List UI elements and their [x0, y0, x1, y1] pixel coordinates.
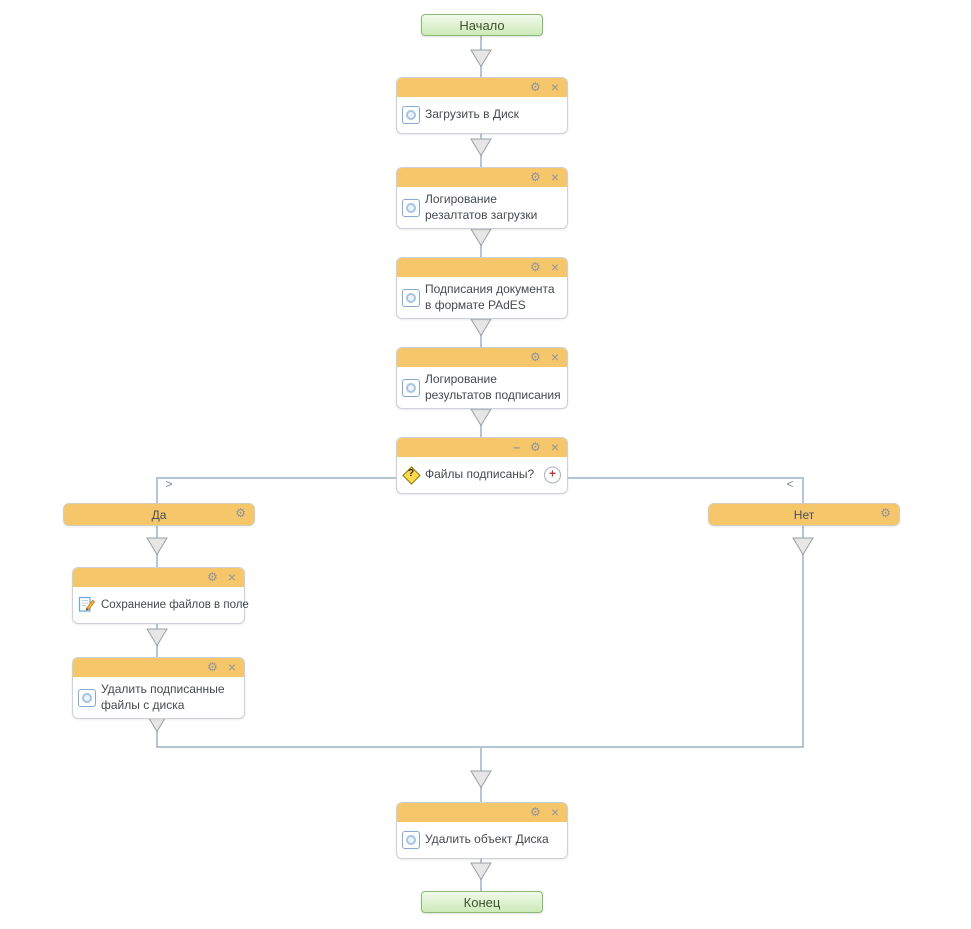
gear-icon[interactable]: ⚙ — [530, 260, 541, 274]
block-label: Логирование результатов подписания — [425, 372, 561, 402]
block-body: Загрузить в Диск — [397, 97, 567, 133]
close-icon[interactable]: × — [227, 659, 236, 675]
close-icon[interactable]: × — [550, 439, 559, 455]
activity-block-delete-signed-files[interactable]: ⚙ × Удалить подписанные файлы с диска — [72, 657, 245, 720]
block-body: Логирование резалтатов загрузки — [397, 187, 567, 228]
block-label: Подписания документа в формате PAdES — [425, 282, 555, 312]
connector-line — [157, 477, 396, 479]
task-icon — [402, 106, 420, 124]
task-icon — [402, 378, 420, 397]
arrow-down-icon — [470, 318, 492, 337]
arrow-down-icon — [470, 49, 492, 68]
block-label: Удалить объект Диска — [425, 832, 549, 847]
activity-block-upload-to-disk[interactable]: ⚙ × Загрузить в Диск — [396, 77, 568, 134]
end-node-label: Конец — [463, 894, 501, 910]
end-node: Конец — [421, 891, 543, 913]
arrow-down-icon — [146, 628, 168, 647]
close-icon[interactable]: × — [550, 169, 559, 185]
connector-line — [566, 477, 803, 479]
minimize-icon[interactable]: – — [513, 440, 521, 454]
block-header[interactable]: ⚙ × — [73, 658, 244, 677]
activity-block-log-signing[interactable]: ⚙ × Логирование результатов подписания — [396, 347, 568, 410]
block-label: Логирование резалтатов загрузки — [425, 192, 538, 222]
branch-label: Нет — [793, 507, 815, 522]
branch-yes[interactable]: Да ⚙ — [63, 503, 255, 526]
gear-icon[interactable]: ⚙ — [530, 440, 541, 454]
gear-icon[interactable]: ⚙ — [880, 506, 891, 520]
close-icon[interactable]: × — [550, 79, 559, 95]
close-icon[interactable]: × — [550, 349, 559, 365]
close-icon[interactable]: × — [550, 804, 559, 820]
chevron-right-icon[interactable]: > — [165, 477, 173, 491]
connector-line — [156, 477, 158, 504]
block-label: Удалить подписанные файлы с диска — [101, 682, 225, 712]
gear-icon[interactable]: ⚙ — [530, 80, 541, 94]
block-header[interactable]: ⚙ × — [397, 78, 567, 97]
edit-document-icon — [78, 596, 96, 612]
arrow-down-icon — [470, 862, 492, 881]
branch-no[interactable]: Нет ⚙ — [708, 503, 900, 526]
block-header[interactable]: ⚙ × — [397, 348, 567, 367]
activity-block-log-upload[interactable]: ⚙ × Логирование резалтатов загрузки — [396, 167, 568, 230]
gear-icon[interactable]: ⚙ — [530, 350, 541, 364]
task-icon — [402, 831, 420, 849]
arrow-down-icon — [146, 537, 168, 556]
connector-line — [802, 524, 804, 748]
start-node: Начало — [421, 14, 543, 36]
block-header[interactable]: ⚙ × — [73, 568, 244, 587]
chevron-left-icon[interactable]: < — [786, 477, 794, 491]
close-icon[interactable]: × — [550, 259, 559, 275]
block-body: Сохранение файлов в поле — [73, 587, 249, 623]
block-body: Удалить объект Диска — [397, 822, 567, 858]
block-header[interactable]: ⚙ × — [397, 803, 567, 822]
gear-icon[interactable]: ⚙ — [207, 570, 218, 584]
add-branch-icon[interactable]: + — [544, 466, 561, 484]
block-header[interactable]: ⚙ × — [397, 258, 567, 277]
condition-block-files-signed[interactable]: – ⚙ × ? Файлы подписаны? + — [396, 437, 568, 494]
arrow-down-icon — [470, 228, 492, 247]
block-label: Загрузить в Диск — [425, 107, 519, 122]
block-header[interactable]: – ⚙ × — [397, 438, 567, 457]
branch-label: Да — [151, 507, 167, 522]
close-icon[interactable]: × — [227, 569, 236, 585]
block-body: Удалить подписанные файлы с диска — [73, 677, 244, 718]
block-label: Сохранение файлов в поле — [101, 598, 249, 611]
task-icon — [78, 688, 96, 707]
gear-icon[interactable]: ⚙ — [530, 170, 541, 184]
activity-block-sign-pades[interactable]: ⚙ × Подписания документа в формате PAdES — [396, 257, 568, 320]
gear-icon[interactable]: ⚙ — [235, 506, 246, 520]
arrow-down-icon — [470, 770, 492, 789]
task-icon — [402, 198, 420, 217]
block-body: Логирование результатов подписания — [397, 367, 567, 408]
task-icon — [402, 288, 420, 307]
arrow-down-icon — [470, 138, 492, 157]
start-node-label: Начало — [459, 17, 505, 33]
arrow-down-icon — [792, 537, 814, 556]
block-header[interactable]: ⚙ × — [397, 168, 567, 187]
block-body: ? Файлы подписаны? + — [397, 457, 567, 493]
block-body: Подписания документа в формате PAdES — [397, 277, 567, 318]
block-label: Файлы подписаны? — [425, 467, 535, 482]
activity-block-delete-disk-object[interactable]: ⚙ × Удалить объект Диска — [396, 802, 568, 859]
connector-line — [802, 477, 804, 504]
gear-icon[interactable]: ⚙ — [530, 805, 541, 819]
activity-block-save-files[interactable]: ⚙ × Сохранение файлов в поле — [72, 567, 249, 624]
arrow-down-icon — [470, 408, 492, 427]
condition-diamond-icon: ? — [402, 466, 421, 485]
gear-icon[interactable]: ⚙ — [207, 660, 218, 674]
